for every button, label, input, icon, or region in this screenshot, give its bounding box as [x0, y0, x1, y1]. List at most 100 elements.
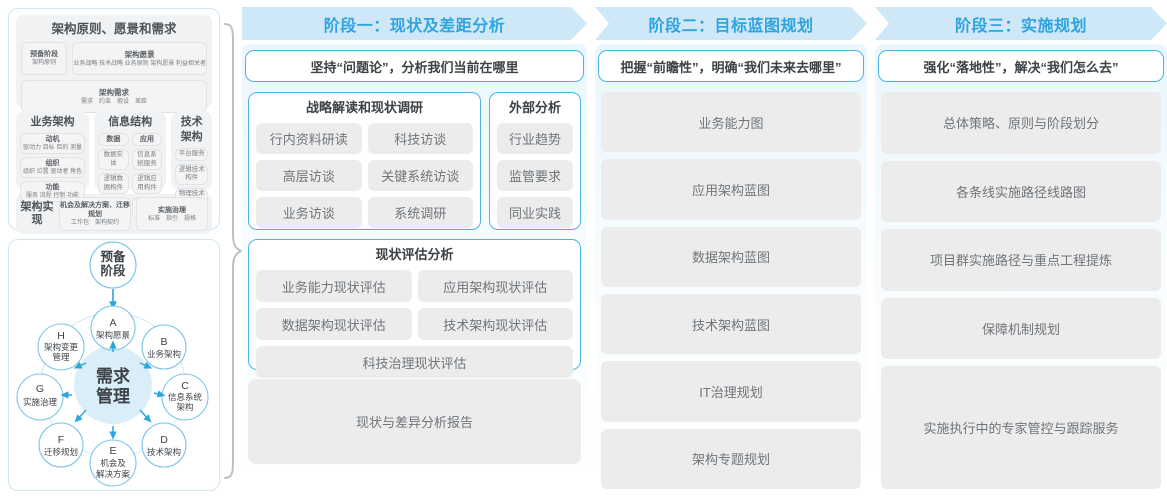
- survey-item-4[interactable]: 业务访谈: [256, 197, 362, 228]
- phase-3-subtitle: 强化“落地性”，解决“我们怎么去”: [878, 50, 1164, 82]
- phase-2-item-0[interactable]: 业务能力图: [601, 92, 861, 153]
- phase-2-item-2[interactable]: 数据架构蓝图: [601, 226, 861, 287]
- survey-item-1[interactable]: 科技访谈: [367, 123, 473, 154]
- cell-data-entity: 数据实体: [98, 149, 129, 170]
- phase-3-column: 阶段三：实施规划 强化“落地性”，解决“我们怎么去” 总体策略、原则与阶段划分 …: [875, 0, 1167, 499]
- brace-connector-icon: [224, 23, 242, 479]
- phase-3-item-list: 总体策略、原则与阶段划分 各条线实施路径线路图 项目群实施路径与重点工程提炼 保…: [881, 92, 1161, 489]
- external-analysis-title: 外部分析: [508, 100, 561, 115]
- adm-node-h-label1: 架构变更: [44, 342, 79, 352]
- adm-node-f-key: F: [58, 434, 64, 446]
- architecture-realization-group: 架构实现 机会及解决方案、迁移规划 工作包 架构契约 实施治理 标准 指引 规格: [16, 194, 212, 234]
- adm-node-e-key: E: [109, 445, 116, 457]
- assessment-item-1[interactable]: 应用架构现状评估: [417, 270, 573, 302]
- cell-organization-title: 组织: [45, 160, 60, 167]
- external-analysis-card: 外部分析 行业趋势 监管要求 同业实践: [489, 92, 581, 230]
- external-analysis-items: 行业趋势 监管要求 同业实践: [497, 123, 573, 228]
- phase-2-banner-text: 阶段二：目标蓝图规划: [648, 17, 814, 35]
- cell-opportunities-migration: 机会及解决方案、迁移规划 工作包 架构契约: [59, 197, 131, 231]
- cell-function: 功能 服务 流程 控制 功能: [20, 181, 86, 202]
- assessment-item-wide[interactable]: 科技治理现状评估: [256, 346, 573, 378]
- phase-2-item-5[interactable]: 架构专题规划: [601, 428, 861, 489]
- assessment-item-0[interactable]: 业务能力现状评估: [256, 270, 412, 302]
- survey-item-3[interactable]: 关键系统访谈: [367, 160, 473, 191]
- survey-item-0[interactable]: 行内资料研读: [256, 123, 362, 154]
- cell-opportunities-sub: 工作包 架构契约: [70, 220, 119, 226]
- phase-3-banner-text: 阶段三：实施规划: [954, 17, 1087, 35]
- phase-1-banner[interactable]: 阶段一：现状及差距分析: [242, 7, 587, 40]
- cell-is-service-label: 信息系统服务: [137, 151, 157, 167]
- phase-2-item-3[interactable]: 技术架构蓝图: [601, 293, 861, 355]
- architecture-principles-title: 架构原则、愿景和需求: [51, 22, 177, 36]
- cell-implementation-governance: 实施治理 标准 指引 规格: [136, 197, 208, 231]
- cell-data: 数据: [98, 133, 129, 146]
- adm-node-d: [141, 422, 187, 468]
- cell-vision-title: 架构愿景: [124, 49, 155, 59]
- assessment-item-3[interactable]: 技术架构现状评估: [417, 308, 573, 340]
- strategy-survey-title: 战略解读和现状调研: [305, 100, 423, 115]
- cell-requirements-sub: 需求 约束 假设 差距: [80, 98, 147, 105]
- phase-3-content: 总体策略、原则与阶段划分 各条线实施路径线路图 项目群实施路径与重点工程提炼 保…: [881, 92, 1161, 489]
- adm-node-f-label: 迁移规划: [44, 447, 78, 457]
- adm-node-e-label1: 机会及: [100, 458, 126, 468]
- cell-logical-app-label: 逻辑应用构件: [137, 175, 157, 191]
- phase-3-subtitle-text: 强化“落地性”，解决“我们怎么去”: [923, 59, 1119, 75]
- assessment-item-2[interactable]: 数据架构现状评估: [256, 308, 412, 340]
- technology-architecture-column: 技术架构 平台服务 逻辑技术构件 物理技术构件: [171, 112, 212, 209]
- cell-opportunities-title: 机会及解决方案、迁移规划: [60, 202, 130, 218]
- cell-logical-data-label: 逻辑数据构件: [103, 175, 124, 191]
- phase-2-item-list: 业务能力图 应用架构蓝图 数据架构蓝图 技术架构蓝图 IT治理规划 架构专题规划: [601, 92, 861, 489]
- phase-3-banner[interactable]: 阶段三：实施规划: [875, 7, 1167, 40]
- adm-arrow-b: [139, 361, 153, 369]
- adm-preliminary-line1: 预备: [100, 249, 126, 264]
- adm-cycle-diagram: 预备 阶段 需求 管理 A 架构愿景 B 业务架构 C 信息系统 架构: [16, 241, 209, 487]
- business-architecture-title: 业务架构: [30, 116, 75, 128]
- adm-node-e-label2: 解决方案: [96, 469, 131, 479]
- cell-impl-governance-title: 实施治理: [158, 206, 186, 214]
- architecture-realization-label: 架构实现: [20, 201, 54, 226]
- cell-function-title: 功能: [45, 184, 60, 191]
- adm-node-g-key: G: [36, 383, 44, 395]
- external-item-1[interactable]: 监管要求: [497, 160, 573, 191]
- adm-arrow-f: [74, 409, 87, 423]
- adm-node-e: [89, 439, 137, 487]
- phase-3-item-0[interactable]: 总体策略、原则与阶段划分: [881, 92, 1161, 154]
- phase-3-item-4[interactable]: 实施执行中的专家管控与跟踪服务: [881, 366, 1161, 489]
- cell-logical-technology-component: 逻辑技术构件: [175, 163, 208, 185]
- strategy-survey-card: 战略解读和现状调研 行内资料研读 科技访谈 高层访谈 关键系统访谈 业务访谈 系…: [248, 92, 481, 230]
- adm-node-f: [38, 422, 84, 468]
- adm-center-circle: [74, 346, 152, 424]
- phase-2-item-4[interactable]: IT治理规划: [601, 361, 861, 422]
- phase-1-subtitle-text: 坚持“问题论”，分析我们当前在哪里: [310, 59, 519, 75]
- phase-3-item-2[interactable]: 项目群实施路径与重点工程提炼: [881, 229, 1161, 291]
- gap-analysis-report[interactable]: 现状与差异分析报告: [248, 379, 581, 464]
- survey-item-2[interactable]: 高层访谈: [256, 160, 362, 191]
- cell-platform-service-label: 平台服务: [178, 150, 205, 157]
- assessment-items: 业务能力现状评估 应用架构现状评估 数据架构现状评估 技术架构现状评估 科技治理…: [256, 270, 573, 378]
- business-architecture-cells: 动机 驱动力 目标 目的 测量 组织 组织 位置 驱动者 角色 功能 服务 流程…: [20, 133, 86, 202]
- information-structure-column: 信息结构 数据 数据实体 逻辑数据构件 物理数据构件: [94, 112, 167, 218]
- cell-application-title: 应用: [140, 136, 155, 143]
- phase-2-item-1[interactable]: 应用架构蓝图: [601, 159, 861, 220]
- cell-architecture-requirements: 架构需求 需求 约束 假设 差距: [21, 80, 207, 113]
- cell-architecture-vision: 架构愿景 业务战略 技术战略 业务原则 架构愿景 利益相关者: [72, 42, 207, 75]
- phase-2-banner[interactable]: 阶段二：目标蓝图规划: [595, 7, 867, 40]
- cell-motivation: 动机 驱动力 目标 目的 测量: [20, 133, 86, 154]
- cell-organization: 组织 组织 位置 驱动者 角色: [20, 157, 86, 178]
- cell-impl-governance-sub: 标准 指引 规格: [147, 215, 196, 222]
- survey-item-5[interactable]: 系统调研: [367, 197, 473, 228]
- external-item-0[interactable]: 行业趋势: [497, 123, 573, 154]
- phase-3-item-1[interactable]: 各条线实施路径线路图: [881, 160, 1161, 222]
- cell-logical-application-component: 逻辑应用构件: [131, 173, 163, 194]
- current-state-assessment-card: 现状评估分析 业务能力现状评估 应用架构现状评估 数据架构现状评估 技术架构现状…: [248, 239, 581, 378]
- external-item-2[interactable]: 同业实践: [497, 197, 573, 228]
- adm-node-c-label1: 信息系统: [168, 392, 203, 402]
- phase-3-item-3[interactable]: 保障机制规划: [881, 297, 1161, 359]
- phase-2-content: 业务能力图 应用架构蓝图 数据架构蓝图 技术架构蓝图 IT治理规划 架构专题规划: [601, 92, 861, 489]
- cell-information-system-service: 信息系统服务: [131, 149, 163, 170]
- strategy-survey-items: 行内资料研读 科技访谈 高层访谈 关键系统访谈 业务访谈 系统调研: [256, 123, 473, 228]
- adm-node-h-key: H: [57, 330, 65, 342]
- cell-preliminary-sub: 架构原则: [32, 60, 57, 67]
- cell-application: 应用: [131, 133, 163, 146]
- information-structure-title: 信息结构: [108, 116, 153, 128]
